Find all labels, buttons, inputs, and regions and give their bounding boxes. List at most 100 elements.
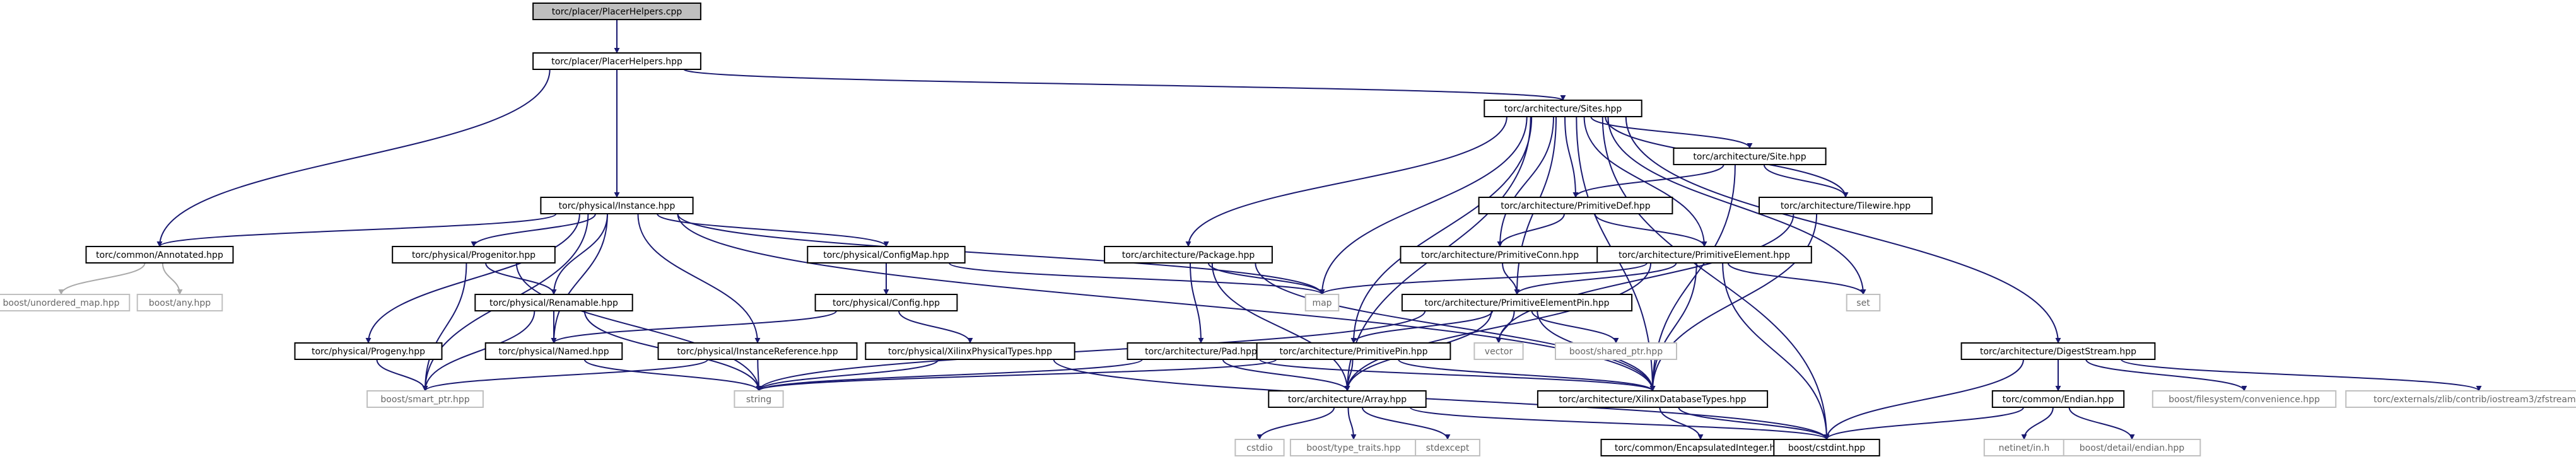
edge-line	[1678, 407, 1830, 440]
node-box	[2063, 439, 2201, 456]
edge-progeny-to-smartptr	[376, 359, 428, 392]
node-box	[136, 294, 223, 311]
edge-primpin-to-string	[756, 359, 1277, 392]
edge-sites-to-site	[1590, 116, 1753, 149]
node-box	[540, 197, 694, 214]
node-renamable[interactable]: torc/physical/Renamable.hpp	[474, 294, 633, 311]
node-package[interactable]: torc/architecture/Package.hpp	[1104, 246, 1273, 264]
node-progenitor[interactable]: torc/physical/Progenitor.hpp	[392, 246, 556, 264]
node-label: torc/common/Endian.hpp	[2003, 395, 2114, 405]
node-netinet: netinet/in.h	[1983, 439, 2065, 456]
node-label: string	[746, 395, 771, 405]
node-site[interactable]: torc/architecture/Site.hpp	[1673, 148, 1827, 165]
node-array[interactable]: torc/architecture/Array.hpp	[1268, 390, 1427, 408]
node-configmap[interactable]: torc/physical/ConfigMap.hpp	[807, 246, 966, 264]
node-label: torc/common/Annotated.hpp	[96, 250, 223, 260]
node-set: set	[1846, 294, 1881, 311]
node-xilinxdb[interactable]: torc/architecture/XilinxDatabaseTypes.hp…	[1537, 390, 1769, 408]
edge-xilinxphys-to-cstdint	[1053, 359, 1830, 440]
edge-line	[1222, 359, 1350, 392]
edge-line	[1659, 407, 1704, 440]
node-label: torc/physical/Progenitor.hpp	[412, 250, 536, 260]
node-primpin[interactable]: torc/architecture/PrimitivePin.hpp	[1256, 342, 1451, 360]
node-instance[interactable]: torc/physical/Instance.hpp	[540, 197, 694, 214]
edge-line	[1601, 116, 1830, 440]
edge-sites-to-primconn	[1497, 116, 1554, 247]
node-phhpp[interactable]: torc/placer/PlacerHelpers.hpp	[532, 52, 701, 70]
node-boostany: boost/any.hpp	[136, 294, 223, 311]
edge-line	[1594, 213, 1707, 247]
edge-line	[1211, 262, 1350, 392]
node-sites[interactable]: torc/architecture/Sites.hpp	[1484, 100, 1642, 117]
node-box	[657, 342, 858, 360]
node-label: torc/architecture/PrimitiveDef.hpp	[1501, 201, 1651, 211]
edge-config-to-named	[551, 310, 837, 344]
edge-instance-to-annotated	[156, 213, 557, 247]
edge-line	[515, 262, 762, 392]
edge-line	[756, 359, 939, 392]
edge-line	[683, 69, 1566, 101]
edge-primelem-to-map	[1319, 262, 1648, 295]
edge-primelempin-to-sharedptr	[1531, 310, 1619, 344]
edge-line	[1824, 407, 2024, 440]
node-sharedptr: boost/shared_ptr.hpp	[1555, 342, 1677, 360]
edge-line	[2121, 359, 2482, 392]
node-label: torc/placer/PlacerHelpers.hpp	[551, 57, 682, 67]
node-box	[814, 294, 958, 311]
node-pad[interactable]: torc/architecture/Pad.hpp	[1127, 342, 1275, 360]
node-primelem[interactable]: torc/architecture/PrimitiveElement.hpp	[1596, 246, 1812, 264]
node-config[interactable]: torc/physical/Config.hpp	[814, 294, 958, 311]
edge-sites-to-cstdint	[1601, 116, 1830, 440]
edge-line	[1607, 116, 1866, 295]
edge-line	[1649, 262, 1697, 392]
edge-line	[756, 359, 1277, 392]
edge-primpin-to-array	[1344, 359, 1354, 392]
edge-config-to-xilinxphys	[898, 310, 973, 344]
edge-site-to-tilewire	[1763, 164, 1849, 198]
edge-xilinxdb-to-cstdint	[1678, 407, 1830, 440]
node-named[interactable]: torc/physical/Named.hpp	[484, 342, 623, 360]
edge-line	[1398, 359, 1656, 392]
node-label: torc/physical/Progeny.hpp	[312, 347, 425, 357]
edge-line	[376, 359, 428, 392]
node-primdef[interactable]: torc/architecture/PrimitiveDef.hpp	[1478, 197, 1673, 214]
node-cstdio: cstdio	[1234, 439, 1285, 456]
node-box	[366, 390, 484, 408]
edge-instance-to-instref	[637, 213, 761, 344]
node-zfstream: torc/externals/zlib/contrib/iostream3/zf…	[2345, 390, 2576, 408]
node-box	[1991, 390, 2125, 408]
edge-line	[551, 310, 837, 344]
edge-named-to-string	[583, 359, 762, 392]
node-box	[1484, 100, 1642, 117]
node-label: torc/architecture/Site.hpp	[1693, 152, 1806, 162]
node-xilinxphys[interactable]: torc/physical/XilinxPhysicalTypes.hpp	[865, 342, 1075, 360]
node-instref[interactable]: torc/physical/InstanceReference.hpp	[657, 342, 858, 360]
edge-line	[1350, 310, 1494, 344]
node-primelempin[interactable]: torc/architecture/PrimitiveElementPin.hp…	[1401, 294, 1633, 311]
edge-primelempin-to-string	[756, 310, 1426, 392]
edge-package-to-array	[1211, 262, 1350, 392]
edge-line	[677, 213, 1325, 295]
edge-instance-to-named	[551, 213, 608, 344]
node-string: string	[734, 390, 784, 408]
node-encint[interactable]: torc/common/EncapsulatedInteger.hpp	[1600, 439, 1801, 456]
node-digest[interactable]: torc/architecture/DigestStream.hpp	[1960, 342, 2156, 360]
node-label: boost/unordered_map.hpp	[3, 298, 120, 308]
edge-line	[1256, 407, 1335, 440]
edge-line	[756, 359, 1143, 392]
edge-line	[756, 310, 1426, 392]
edge-line	[1502, 262, 1520, 295]
edge-line	[1496, 213, 1794, 344]
node-annotated[interactable]: torc/common/Annotated.hpp	[85, 246, 234, 264]
node-label: torc/placer/PlacerHelpers.cpp	[552, 7, 682, 17]
edge-line	[948, 262, 1325, 295]
edge-line	[1350, 116, 1533, 344]
edge-line	[422, 310, 536, 392]
node-cstdint[interactable]: boost/cstdint.hpp	[1773, 439, 1880, 456]
node-tilewire[interactable]: torc/architecture/Tilewire.hpp	[1759, 197, 1933, 214]
edge-line	[898, 310, 973, 344]
node-endian[interactable]: torc/common/Endian.hpp	[1991, 390, 2125, 408]
node-primconn[interactable]: torc/architecture/PrimitiveConn.hpp	[1400, 246, 1600, 264]
edge-instance-to-progeny	[365, 213, 580, 344]
node-progeny[interactable]: torc/physical/Progeny.hpp	[294, 342, 443, 360]
